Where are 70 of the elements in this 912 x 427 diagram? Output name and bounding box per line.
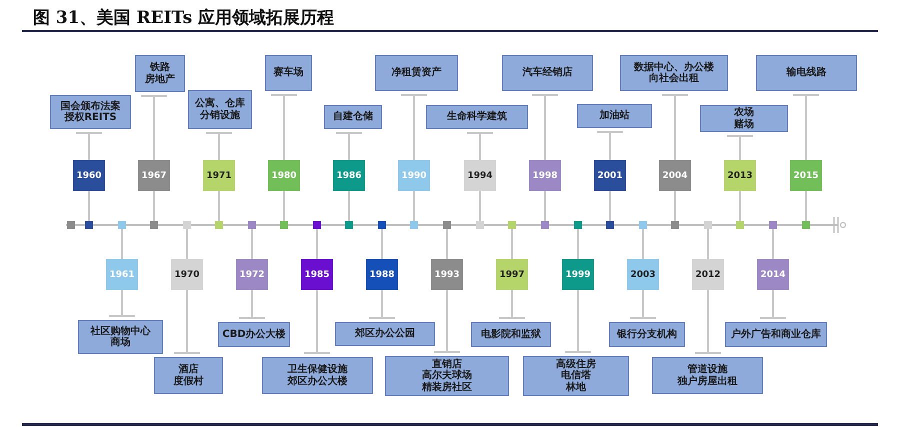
connector-line [335,132,363,160]
application-box: 直销店高尔夫球场精装房社区 [385,356,509,396]
year-box: 1994 [464,160,496,191]
application-box: 电影院和监狱 [471,322,551,347]
year-box: 1980 [268,160,300,191]
figure-title: 图 31、美国 REITs 应用领域拓展历程 [33,7,334,29]
year-box: 1972 [236,259,268,290]
connector-line [205,132,233,160]
connector-line [433,290,461,353]
connector-line [238,290,266,319]
connector-line [498,290,526,319]
application-box: 汽车经销店 [502,55,593,91]
year-box: 2012 [692,259,724,290]
year-box: 1960 [73,160,105,191]
year-box: 1990 [398,160,430,191]
application-box: 净租赁资产 [375,55,458,91]
application-box: 酒店度假村 [154,357,223,394]
connector-line [531,94,559,160]
connector-line [792,94,820,160]
application-box: 公寓、仓库分销设施 [188,90,252,129]
application-box: 自建仓储 [324,105,382,129]
application-box: 户外广告和商业仓库 [725,322,827,347]
connector-line [368,290,396,319]
connector-line [564,290,592,353]
connector-line [75,132,103,160]
year-box: 1970 [171,259,203,290]
application-box: 输电线路 [756,55,857,91]
year-box: 1993 [431,259,463,290]
year-box: 1971 [203,160,235,191]
year-box: 1988 [366,259,398,290]
connector-line [140,95,168,160]
application-box: 农场赌场 [700,105,788,132]
year-box: 2014 [757,259,789,290]
application-box: 卫生保健设施郊区办公大楼 [262,357,373,394]
connector-line [173,290,201,354]
connector-line [270,94,298,160]
connector-line [400,94,428,160]
connector-line [629,290,657,319]
year-box: 1961 [106,259,138,290]
year-box: 2001 [594,160,626,191]
year-box: 1999 [562,259,594,290]
connector-line [694,290,722,354]
year-box: 2013 [724,160,756,191]
year-box: 1997 [496,259,528,290]
application-box: 社区购物中心商场 [78,320,163,354]
connector-line [596,131,624,160]
connector-line [466,132,494,160]
connector-line [726,135,754,160]
application-box: CBD办公大楼 [218,322,290,347]
application-box: 高级住房电信塔林地 [523,356,629,396]
year-box: 1985 [301,259,333,290]
application-box: 国会颁布法案授权REITS [50,95,131,129]
application-box: 数据中心、办公楼向社会出租 [620,55,728,91]
application-box: 赛车场 [265,55,312,91]
year-box: 1967 [138,160,170,191]
connector-line [661,94,689,160]
application-box: 管道设施独户房屋出租 [652,357,763,394]
connector-line [303,290,331,354]
year-box: 1986 [333,160,365,191]
year-box: 2004 [659,160,691,191]
year-box: 1998 [529,160,561,191]
year-box: 2015 [790,160,822,191]
application-box: 银行分支机构 [609,322,685,347]
application-box: 生命科学建筑 [426,105,528,129]
application-box: 铁路房地产 [135,55,185,92]
connector-line [759,290,787,319]
year-box: 2003 [627,259,659,290]
application-box: 加油站 [577,104,652,128]
connector-line [108,290,136,317]
application-box: 郊区办公公园 [335,322,435,346]
